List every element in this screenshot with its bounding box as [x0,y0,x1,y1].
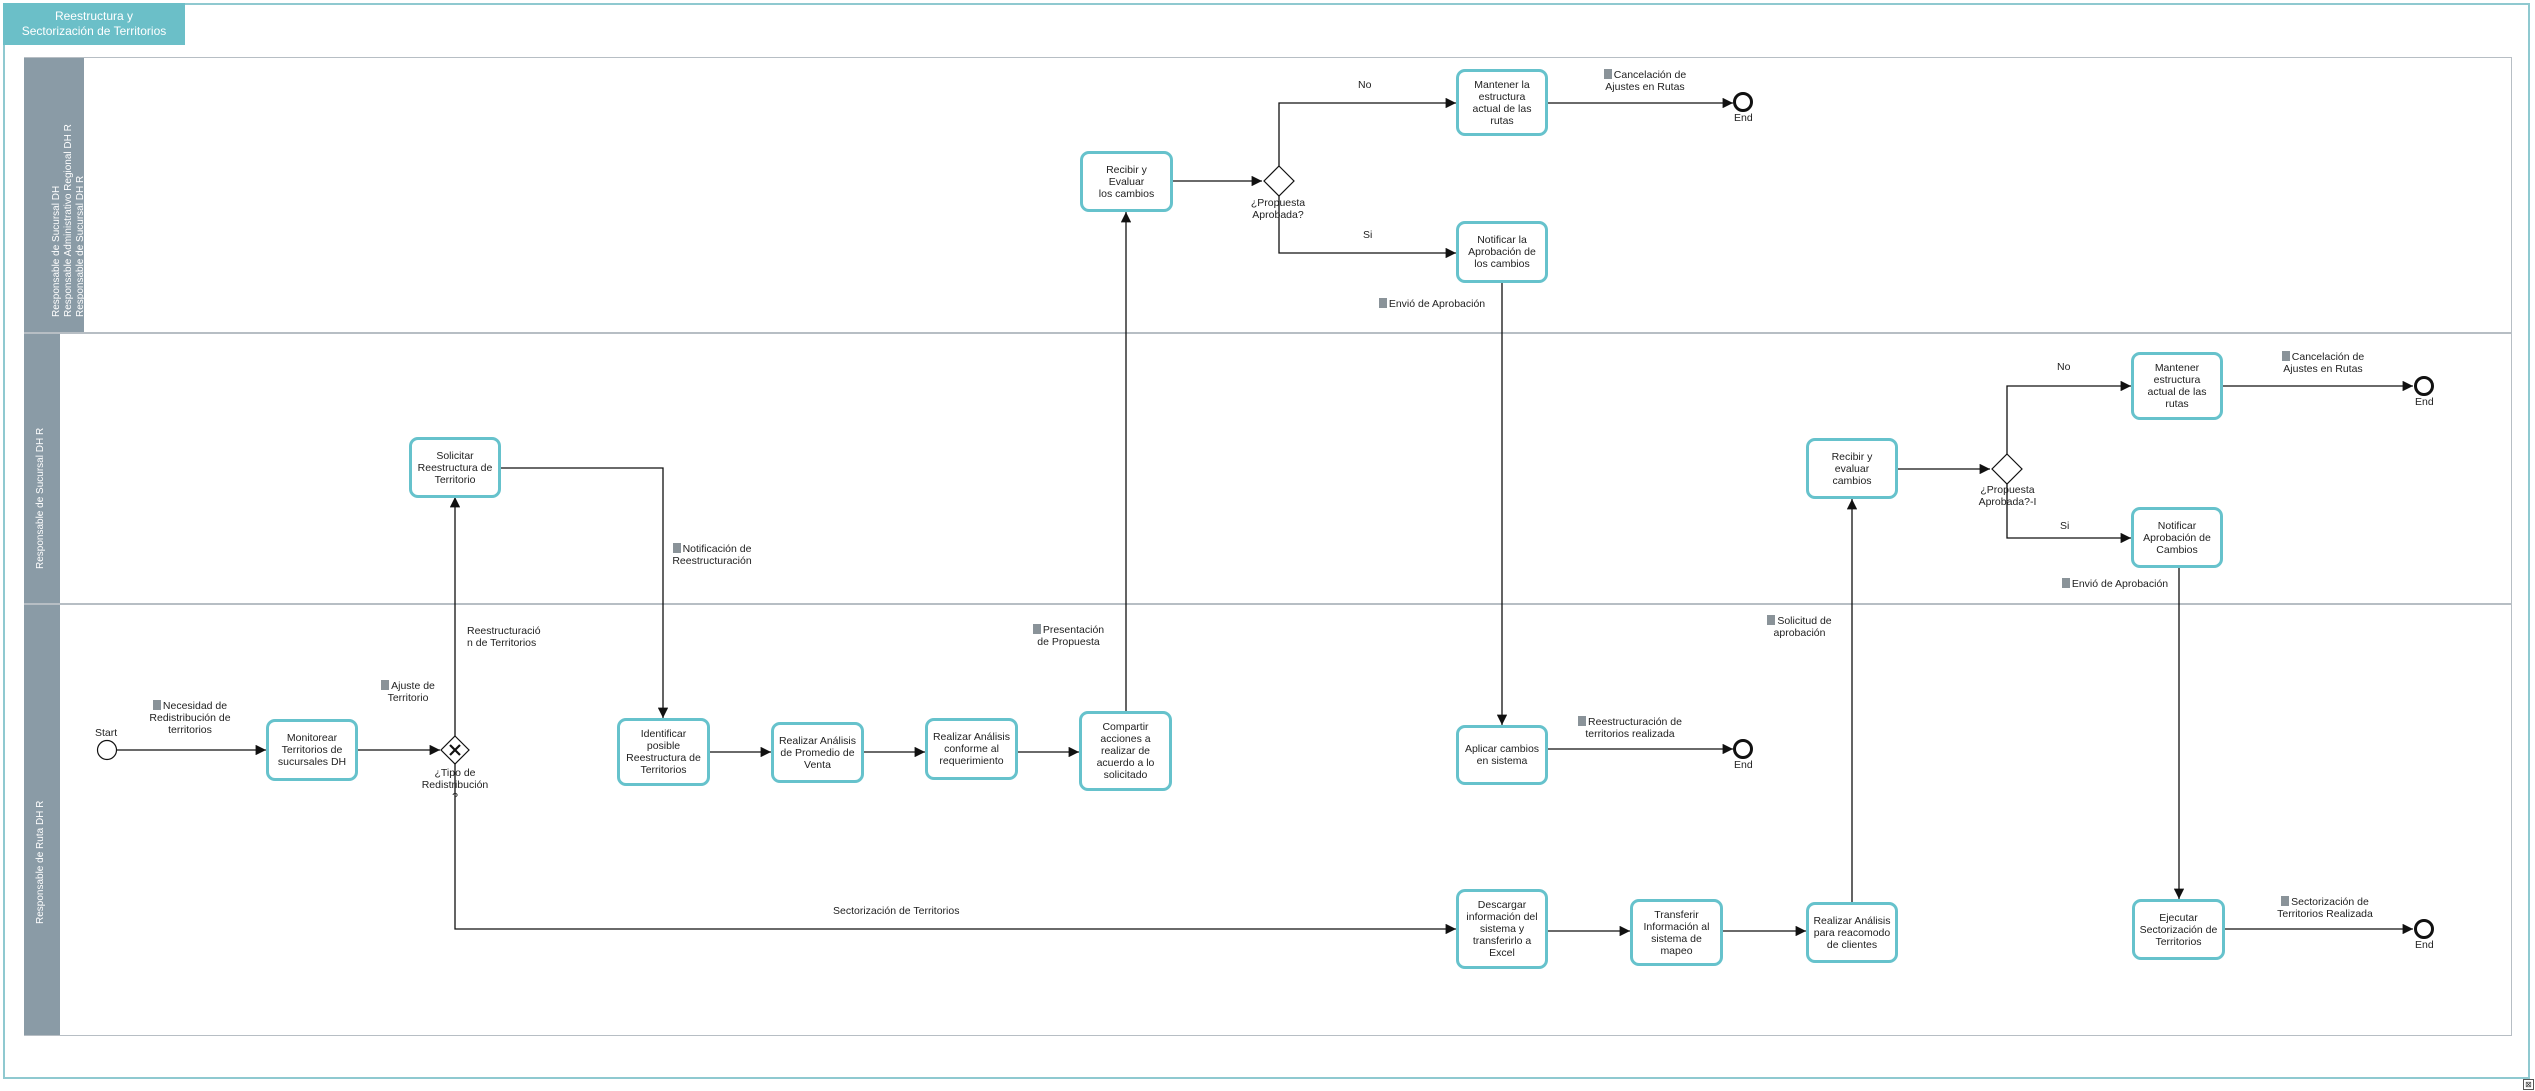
end-event-aplicar [1733,739,1753,759]
doc-cancelacion-mid: Cancelación de Ajustes en Rutas [2281,351,2365,375]
gateway-tipo-label: ¿Tipo de Redistribución ? [421,767,489,803]
flow-gateway-no-top [1278,97,1456,166]
document-icon [152,700,161,710]
document-icon [672,543,681,553]
diagram-title: Reestructura y Sectorización de Territor… [3,3,185,45]
task-mantener-estructura-mid[interactable]: Mantener estructura actual de las rutas [2131,352,2223,420]
document-icon [1767,615,1776,625]
doc-necesidad-redistribucion: Necesidad de Redistribución de territori… [149,700,231,736]
task-compartir-acciones[interactable]: Compartir acciones a realizar de acuerdo… [1079,711,1172,791]
end-event-top-label: End [1734,112,1753,124]
gateway-propuesta-mid [1991,453,2023,485]
start-event [96,739,118,761]
lane-middle-header [24,334,60,603]
end-event-ejecutar-label: End [2415,939,2434,951]
gateway-propuesta-top [1263,165,1295,197]
doc-envio-aprobacion-top: Envió de Aprobación [1372,298,1492,310]
task-notificar-aprobacion-mid[interactable]: Notificar Aprobación de Cambios [2131,507,2223,568]
document-icon [1578,716,1587,726]
flow-gateway-si-top [1278,196,1456,259]
end-event-top [1733,92,1753,112]
flow-label-reestructuracion: Reestructuració n de Territorios [467,625,541,649]
flow-label-si-mid: Si [2060,520,2070,532]
task-mantener-estructura-top[interactable]: Mantener la estructura actual de las rut… [1456,69,1548,136]
task-recibir-evaluar-cambios[interactable]: Recibir y Evaluar los cambios [1080,151,1173,212]
doc-sectorizacion-realizada: Sectorización de Territorios Realizada [2277,896,2373,920]
gateway-propuesta-top-label: ¿Propuesta Aprobada? [1250,197,1306,221]
task-analisis-reacomodo[interactable]: Realizar Análisis para reacomodo de clie… [1806,902,1898,963]
task-analisis-requerimiento[interactable]: Realizar Análisis conforme al requerimie… [925,718,1018,780]
document-icon [1032,624,1041,634]
document-icon [2281,351,2290,361]
document-icon [1378,298,1387,308]
diagram-frame [3,3,2530,1079]
exclusive-x-icon [449,744,461,756]
doc-presentacion-propuesta: Presentación de Propuesta [1021,624,1116,648]
task-identificar-reestructura[interactable]: Identificar posible Reestructura de Terr… [617,718,710,786]
flow-gateway-descargar [454,764,1456,935]
doc-reestructuracion-realizada: Reestructuración de territorios realizad… [1565,716,1695,740]
task-transferir-informacion[interactable]: Transferir Información al sistema de map… [1630,899,1723,966]
task-notificar-aprobacion-top[interactable]: Notificar la Aprobación de los cambios [1456,221,1548,283]
gateway-propuesta-mid-label: ¿Propuesta Aprobada?-I [1978,484,2037,508]
doc-cancelacion-top: Cancelación de Ajustes en Rutas [1603,69,1687,93]
lane-bottom-header [24,605,60,1035]
flow-label-no-top: No [1358,79,1372,91]
doc-envio-aprobacion-mid: Envió de Aprobación [2055,578,2175,590]
document-icon [2281,896,2290,906]
flow-gateway-si-mid [2006,484,2131,544]
end-event-aplicar-label: End [1734,759,1753,771]
end-event-ejecutar [2414,919,2434,939]
task-analisis-promedio-venta[interactable]: Realizar Análisis de Promedio de Venta [771,722,864,783]
expand-icon[interactable]: ⊠ [2523,1079,2534,1090]
doc-solicitud-aprobacion: Solicitud de aprobación [1752,615,1847,639]
task-aplicar-cambios[interactable]: Aplicar cambios en sistema [1456,725,1548,785]
task-ejecutar-sectorizacion[interactable]: Ejecutar Sectorización de Territorios [2132,899,2225,960]
task-solicitar-reestructura[interactable]: Solicitar Reestructura de Territorio [409,437,501,498]
end-event-mid [2414,376,2434,396]
document-icon [381,680,390,690]
doc-ajuste-territorio: Ajuste de Territorio [368,680,448,704]
start-event-label: Start [95,727,118,739]
end-event-mid-label: End [2415,396,2434,408]
task-monitorear-territorios[interactable]: Monitorear Territorios de sucursales DH [266,719,358,781]
flow-gateway-no-mid [2006,380,2131,454]
document-icon [2061,578,2070,588]
flow-solicitar-identificar [500,467,669,718]
doc-notificacion-reestructuracion: Notificación de Reestructuración [672,543,752,567]
task-descargar-informacion[interactable]: Descargar información del sistema y tran… [1456,889,1548,969]
document-icon [1603,69,1612,79]
flow-label-si-top: Si [1363,229,1373,241]
flow-label-sectorizacion: Sectorización de Territorios [833,905,960,917]
lane-top-header [24,58,84,332]
task-recibir-evaluar-mid[interactable]: Recibir y evaluar cambios [1806,438,1898,499]
flow-label-no-mid: No [2057,361,2071,373]
